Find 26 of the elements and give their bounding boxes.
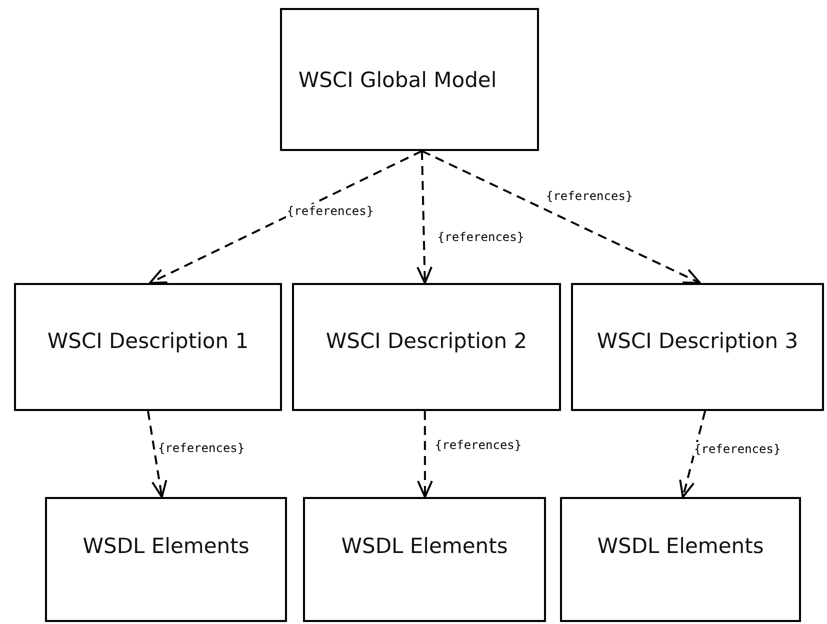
edge-label: {references} bbox=[156, 441, 246, 455]
edge-label: {references} bbox=[544, 189, 634, 203]
dashed-arrow bbox=[422, 150, 702, 284]
edge-label: {references} bbox=[434, 438, 523, 452]
node-label: WSCI Global Model bbox=[298, 68, 497, 92]
component-box bbox=[292, 283, 561, 411]
edge-label: {references} bbox=[693, 442, 782, 456]
dashed-arrow bbox=[416, 150, 433, 284]
dashed-arrow bbox=[679, 410, 706, 498]
node-label: WSCI Description 2 bbox=[326, 329, 528, 353]
component-box bbox=[560, 497, 801, 622]
component-box bbox=[45, 497, 287, 622]
node-label: WSCI Description 1 bbox=[47, 329, 249, 353]
model-box bbox=[280, 8, 539, 151]
node-label: WSCI Description 3 bbox=[596, 329, 798, 353]
component-box bbox=[303, 497, 546, 622]
edge-label: {references} bbox=[436, 230, 526, 244]
dashed-arrow bbox=[416, 411, 433, 498]
edge-label: {references} bbox=[286, 204, 375, 218]
component-box bbox=[14, 283, 282, 411]
component-box bbox=[571, 283, 824, 411]
dashed-arrow bbox=[148, 150, 422, 284]
node-label: WSDL Elements bbox=[597, 534, 764, 558]
node-label: WSDL Elements bbox=[341, 534, 508, 558]
node-label: WSDL Elements bbox=[82, 534, 250, 558]
dashed-arrow bbox=[147, 410, 168, 498]
